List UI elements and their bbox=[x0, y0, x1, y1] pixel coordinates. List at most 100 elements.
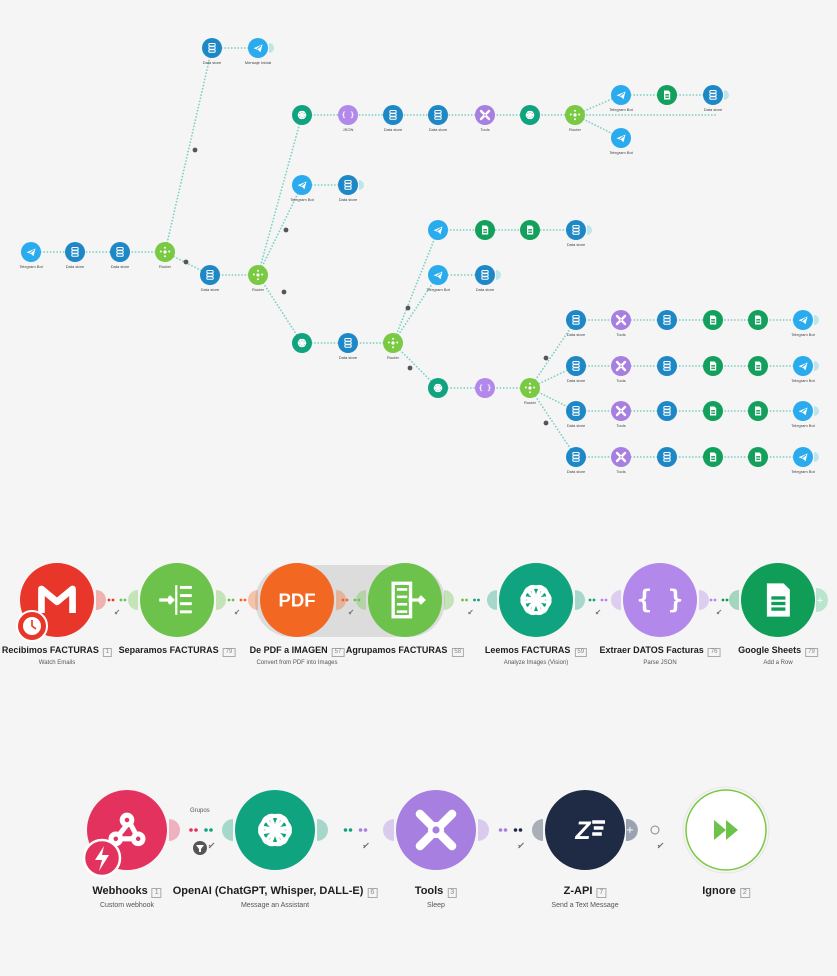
module-tools[interactable] bbox=[396, 790, 476, 870]
route-connector-21[interactable] bbox=[575, 319, 804, 321]
overview-telegram-module-50[interactable] bbox=[793, 401, 813, 421]
connector-5[interactable] bbox=[699, 590, 739, 610]
route-connector-5[interactable] bbox=[257, 114, 303, 276]
overview-telegram-module-28[interactable] bbox=[428, 265, 448, 285]
overview-telegram-module-56[interactable] bbox=[793, 447, 813, 467]
overview-datastore-module-20[interactable] bbox=[338, 175, 358, 195]
filter-icon[interactable] bbox=[405, 305, 411, 311]
overview-telegram-module-38[interactable] bbox=[793, 310, 813, 330]
overview-openai-module-30[interactable] bbox=[428, 378, 448, 398]
module-openai[interactable] bbox=[235, 790, 315, 870]
module-aggregator[interactable] bbox=[368, 563, 442, 637]
wrench-icon[interactable] bbox=[234, 609, 240, 615]
overview-tools-module-52[interactable] bbox=[611, 447, 631, 467]
route-connector-27[interactable] bbox=[575, 456, 804, 458]
filter-icon[interactable] bbox=[543, 355, 549, 361]
add-module-button[interactable]: + bbox=[816, 588, 828, 612]
overview-google-sheets-module-43[interactable] bbox=[748, 356, 768, 376]
overview-google-sheets-module-25[interactable] bbox=[475, 220, 495, 240]
module-iterator[interactable] bbox=[140, 563, 214, 637]
wrench-icon[interactable] bbox=[348, 609, 354, 615]
filter-funnel-icon[interactable] bbox=[193, 841, 207, 855]
filter-icon[interactable] bbox=[543, 420, 549, 426]
overview-telegram-module-5[interactable] bbox=[248, 38, 268, 58]
connector-4[interactable] bbox=[575, 590, 621, 610]
overview-tools-module-40[interactable] bbox=[611, 356, 631, 376]
overview-tools-module-46[interactable] bbox=[611, 401, 631, 421]
module-json[interactable]: { } bbox=[623, 563, 697, 637]
overview-openai-module-8[interactable] bbox=[292, 105, 312, 125]
overview-datastore-module-29[interactable] bbox=[475, 265, 495, 285]
overview-datastore-module-22[interactable] bbox=[338, 333, 358, 353]
module-zapi[interactable]: Z bbox=[545, 790, 625, 870]
route-connector-23[interactable] bbox=[575, 365, 804, 367]
route-connector-12[interactable] bbox=[257, 274, 303, 344]
overview-datastore-module-1[interactable] bbox=[65, 242, 85, 262]
connector-2[interactable] bbox=[336, 590, 366, 610]
wrench-icon[interactable] bbox=[595, 609, 601, 615]
route-connector-0[interactable] bbox=[30, 251, 166, 253]
overview-datastore-module-11[interactable] bbox=[428, 105, 448, 125]
overview-datastore-module-51[interactable] bbox=[566, 447, 586, 467]
route-connector-15[interactable] bbox=[437, 229, 577, 231]
filter-icon[interactable] bbox=[407, 365, 413, 371]
overview-datastore-module-4[interactable] bbox=[202, 38, 222, 58]
overview-datastore-module-10[interactable] bbox=[383, 105, 403, 125]
add-module-button[interactable]: + bbox=[626, 819, 637, 841]
overview-router-module-3[interactable] bbox=[155, 242, 175, 262]
connector-0[interactable] bbox=[169, 819, 233, 841]
overview-datastore-module-35[interactable] bbox=[657, 310, 677, 330]
overview-datastore-module-39[interactable] bbox=[566, 356, 586, 376]
connector-1[interactable] bbox=[216, 590, 258, 610]
instant-trigger-icon[interactable] bbox=[82, 838, 122, 878]
overview-tools-module-34[interactable] bbox=[611, 310, 631, 330]
overview-openai-module-21[interactable] bbox=[292, 333, 312, 353]
overview-google-sheets-module-16[interactable] bbox=[657, 85, 677, 105]
wrench-icon[interactable] bbox=[716, 609, 722, 615]
filter-icon[interactable] bbox=[281, 289, 287, 295]
overview-google-sheets-module-49[interactable] bbox=[748, 401, 768, 421]
overview-telegram-module-44[interactable] bbox=[793, 356, 813, 376]
overview-google-sheets-module-48[interactable] bbox=[703, 401, 723, 421]
route-connector-1[interactable] bbox=[164, 47, 213, 253]
overview-tools-module-12[interactable] bbox=[475, 105, 495, 125]
wrench-icon[interactable] bbox=[114, 609, 120, 615]
wrench-icon[interactable] bbox=[468, 609, 473, 615]
module-ignore[interactable] bbox=[685, 789, 767, 871]
overview-telegram-module-19[interactable] bbox=[292, 175, 312, 195]
overview-telegram-module-0[interactable] bbox=[21, 242, 41, 262]
overview-json-module-31[interactable]: { } bbox=[475, 378, 495, 398]
filter-icon[interactable] bbox=[183, 259, 189, 265]
overview-json-module-9[interactable]: { } bbox=[338, 105, 358, 125]
overview-google-sheets-module-26[interactable] bbox=[520, 220, 540, 240]
overview-telegram-module-15[interactable] bbox=[611, 85, 631, 105]
overview-datastore-module-47[interactable] bbox=[657, 401, 677, 421]
overview-datastore-module-27[interactable] bbox=[566, 220, 586, 240]
wrench-icon[interactable] bbox=[208, 842, 215, 849]
overview-router-module-14[interactable] bbox=[565, 105, 585, 125]
overview-openai-module-13[interactable] bbox=[520, 105, 540, 125]
overview-datastore-module-33[interactable] bbox=[566, 310, 586, 330]
filter-icon[interactable] bbox=[283, 227, 289, 233]
overview-router-module-32[interactable] bbox=[520, 378, 540, 398]
module-pdf[interactable]: PDF bbox=[260, 563, 334, 637]
connector-1[interactable] bbox=[317, 819, 394, 841]
module-openai[interactable] bbox=[499, 563, 573, 637]
overview-datastore-module-17[interactable] bbox=[703, 85, 723, 105]
filter-icon[interactable] bbox=[192, 147, 198, 153]
overview-google-sheets-module-42[interactable] bbox=[703, 356, 723, 376]
overview-telegram-module-24[interactable] bbox=[428, 220, 448, 240]
overview-datastore-module-53[interactable] bbox=[657, 447, 677, 467]
wrench-icon[interactable] bbox=[518, 842, 524, 849]
route-connector-25[interactable] bbox=[575, 410, 804, 412]
overview-datastore-module-2[interactable] bbox=[110, 242, 130, 262]
wrench-icon[interactable] bbox=[363, 842, 369, 849]
overview-router-module-7[interactable] bbox=[248, 265, 268, 285]
connector-3[interactable] bbox=[444, 590, 497, 610]
overview-datastore-module-6[interactable] bbox=[200, 265, 220, 285]
wrench-icon[interactable] bbox=[657, 842, 664, 849]
overview-google-sheets-module-37[interactable] bbox=[748, 310, 768, 330]
route-connector-6[interactable] bbox=[301, 114, 716, 116]
overview-datastore-module-45[interactable] bbox=[566, 401, 586, 421]
overview-google-sheets-module-54[interactable] bbox=[703, 447, 723, 467]
